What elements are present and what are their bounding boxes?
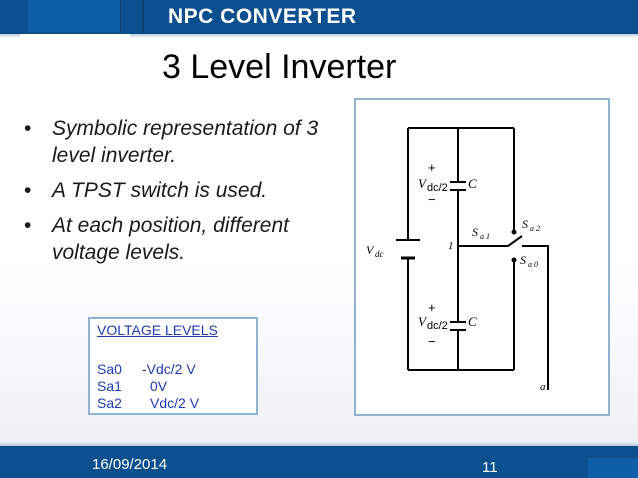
sa0-sub: a 0 (528, 260, 538, 269)
cap-bottom-v-sub: dc/2 (427, 320, 448, 332)
footer-date: 16/09/2014 (92, 456, 168, 473)
node-1-label: 1 (448, 240, 454, 252)
cap-top-c-label: C (468, 176, 477, 191)
header-left-block (28, 0, 121, 32)
cap-bottom-c-label: C (468, 314, 477, 329)
wire-output (522, 245, 549, 390)
capacitor-top (450, 181, 466, 191)
cap-bottom-v-label: V (418, 314, 428, 329)
header-tab-panel (20, 34, 130, 104)
footer-shadow (0, 442, 638, 446)
bullet-item: • Symbolic representation of 3 level inve… (22, 115, 352, 169)
bullet-dot: • (24, 214, 32, 237)
page-number: 11 (482, 459, 498, 476)
footer-right-block (588, 458, 638, 478)
bullet-item: • At each position, different voltage lev… (22, 212, 352, 266)
bullet-text: A TPST switch is used. (52, 179, 268, 202)
header-shadow (0, 34, 638, 38)
cap-top-plus: + (428, 160, 436, 175)
bullet-dot: • (24, 179, 32, 202)
voltage-levels-box: VOLTAGE LEVELS Sa0 -Vdc/2 V Sa1 0V Sa2 V… (88, 317, 258, 415)
voltage-state: Sa1 (97, 378, 122, 394)
sa2-sub: a 2 (530, 224, 540, 233)
sa0-label: S (520, 253, 526, 267)
cap-top-v-label: V (418, 176, 428, 191)
bullet-item: • A TPST switch is used. (22, 177, 352, 204)
vdc-sub: dc (375, 249, 384, 259)
output-a-label: a (540, 381, 546, 393)
voltage-state: Sa2 (97, 395, 122, 411)
bullet-text: At each position, different voltage leve… (52, 214, 289, 264)
contact-sa0 (511, 257, 517, 263)
voltage-levels-heading: VOLTAGE LEVELS (97, 322, 218, 338)
footer-bar: 16/09/2014 11 (0, 442, 638, 478)
circuit-figure: + V dc/2 C − + V dc/2 C − V dc 1 S a 1 S… (354, 98, 610, 416)
bullet-list: • Symbolic representation of 3 level inve… (22, 115, 352, 274)
header-title: NPC CONVERTER (168, 5, 357, 28)
cap-bottom-plus: + (428, 300, 436, 315)
contact-sa2 (511, 229, 517, 235)
voltage-value: Vdc/2 V (150, 395, 200, 411)
circuit-diagram: + V dc/2 C − + V dc/2 C − V dc 1 S a 1 S… (366, 127, 549, 393)
bullet-dot: • (24, 117, 32, 140)
cap-top-v-sub: dc/2 (427, 182, 448, 194)
cap-top-minus: − (428, 192, 436, 207)
sa1-label: S (472, 225, 478, 239)
voltage-value: -Vdc/2 V (142, 361, 196, 377)
capacitor-bottom (450, 321, 466, 331)
battery-symbol (396, 239, 420, 260)
header-divider (142, 0, 144, 34)
header-bar: NPC CONVERTER (0, 0, 638, 38)
slide-title: 3 Level Inverter (162, 48, 397, 86)
sa2-label: S (522, 217, 528, 231)
sa1-sub: a 1 (480, 232, 490, 241)
cap-bottom-minus: − (428, 334, 436, 349)
bullet-text: Symbolic representation of 3 level inver… (52, 117, 319, 167)
voltage-state: Sa0 (97, 361, 122, 377)
circuit-wires (407, 127, 549, 390)
switch-blade (507, 235, 523, 247)
voltage-value: 0V (150, 378, 168, 394)
vdc-label: V (366, 243, 375, 257)
